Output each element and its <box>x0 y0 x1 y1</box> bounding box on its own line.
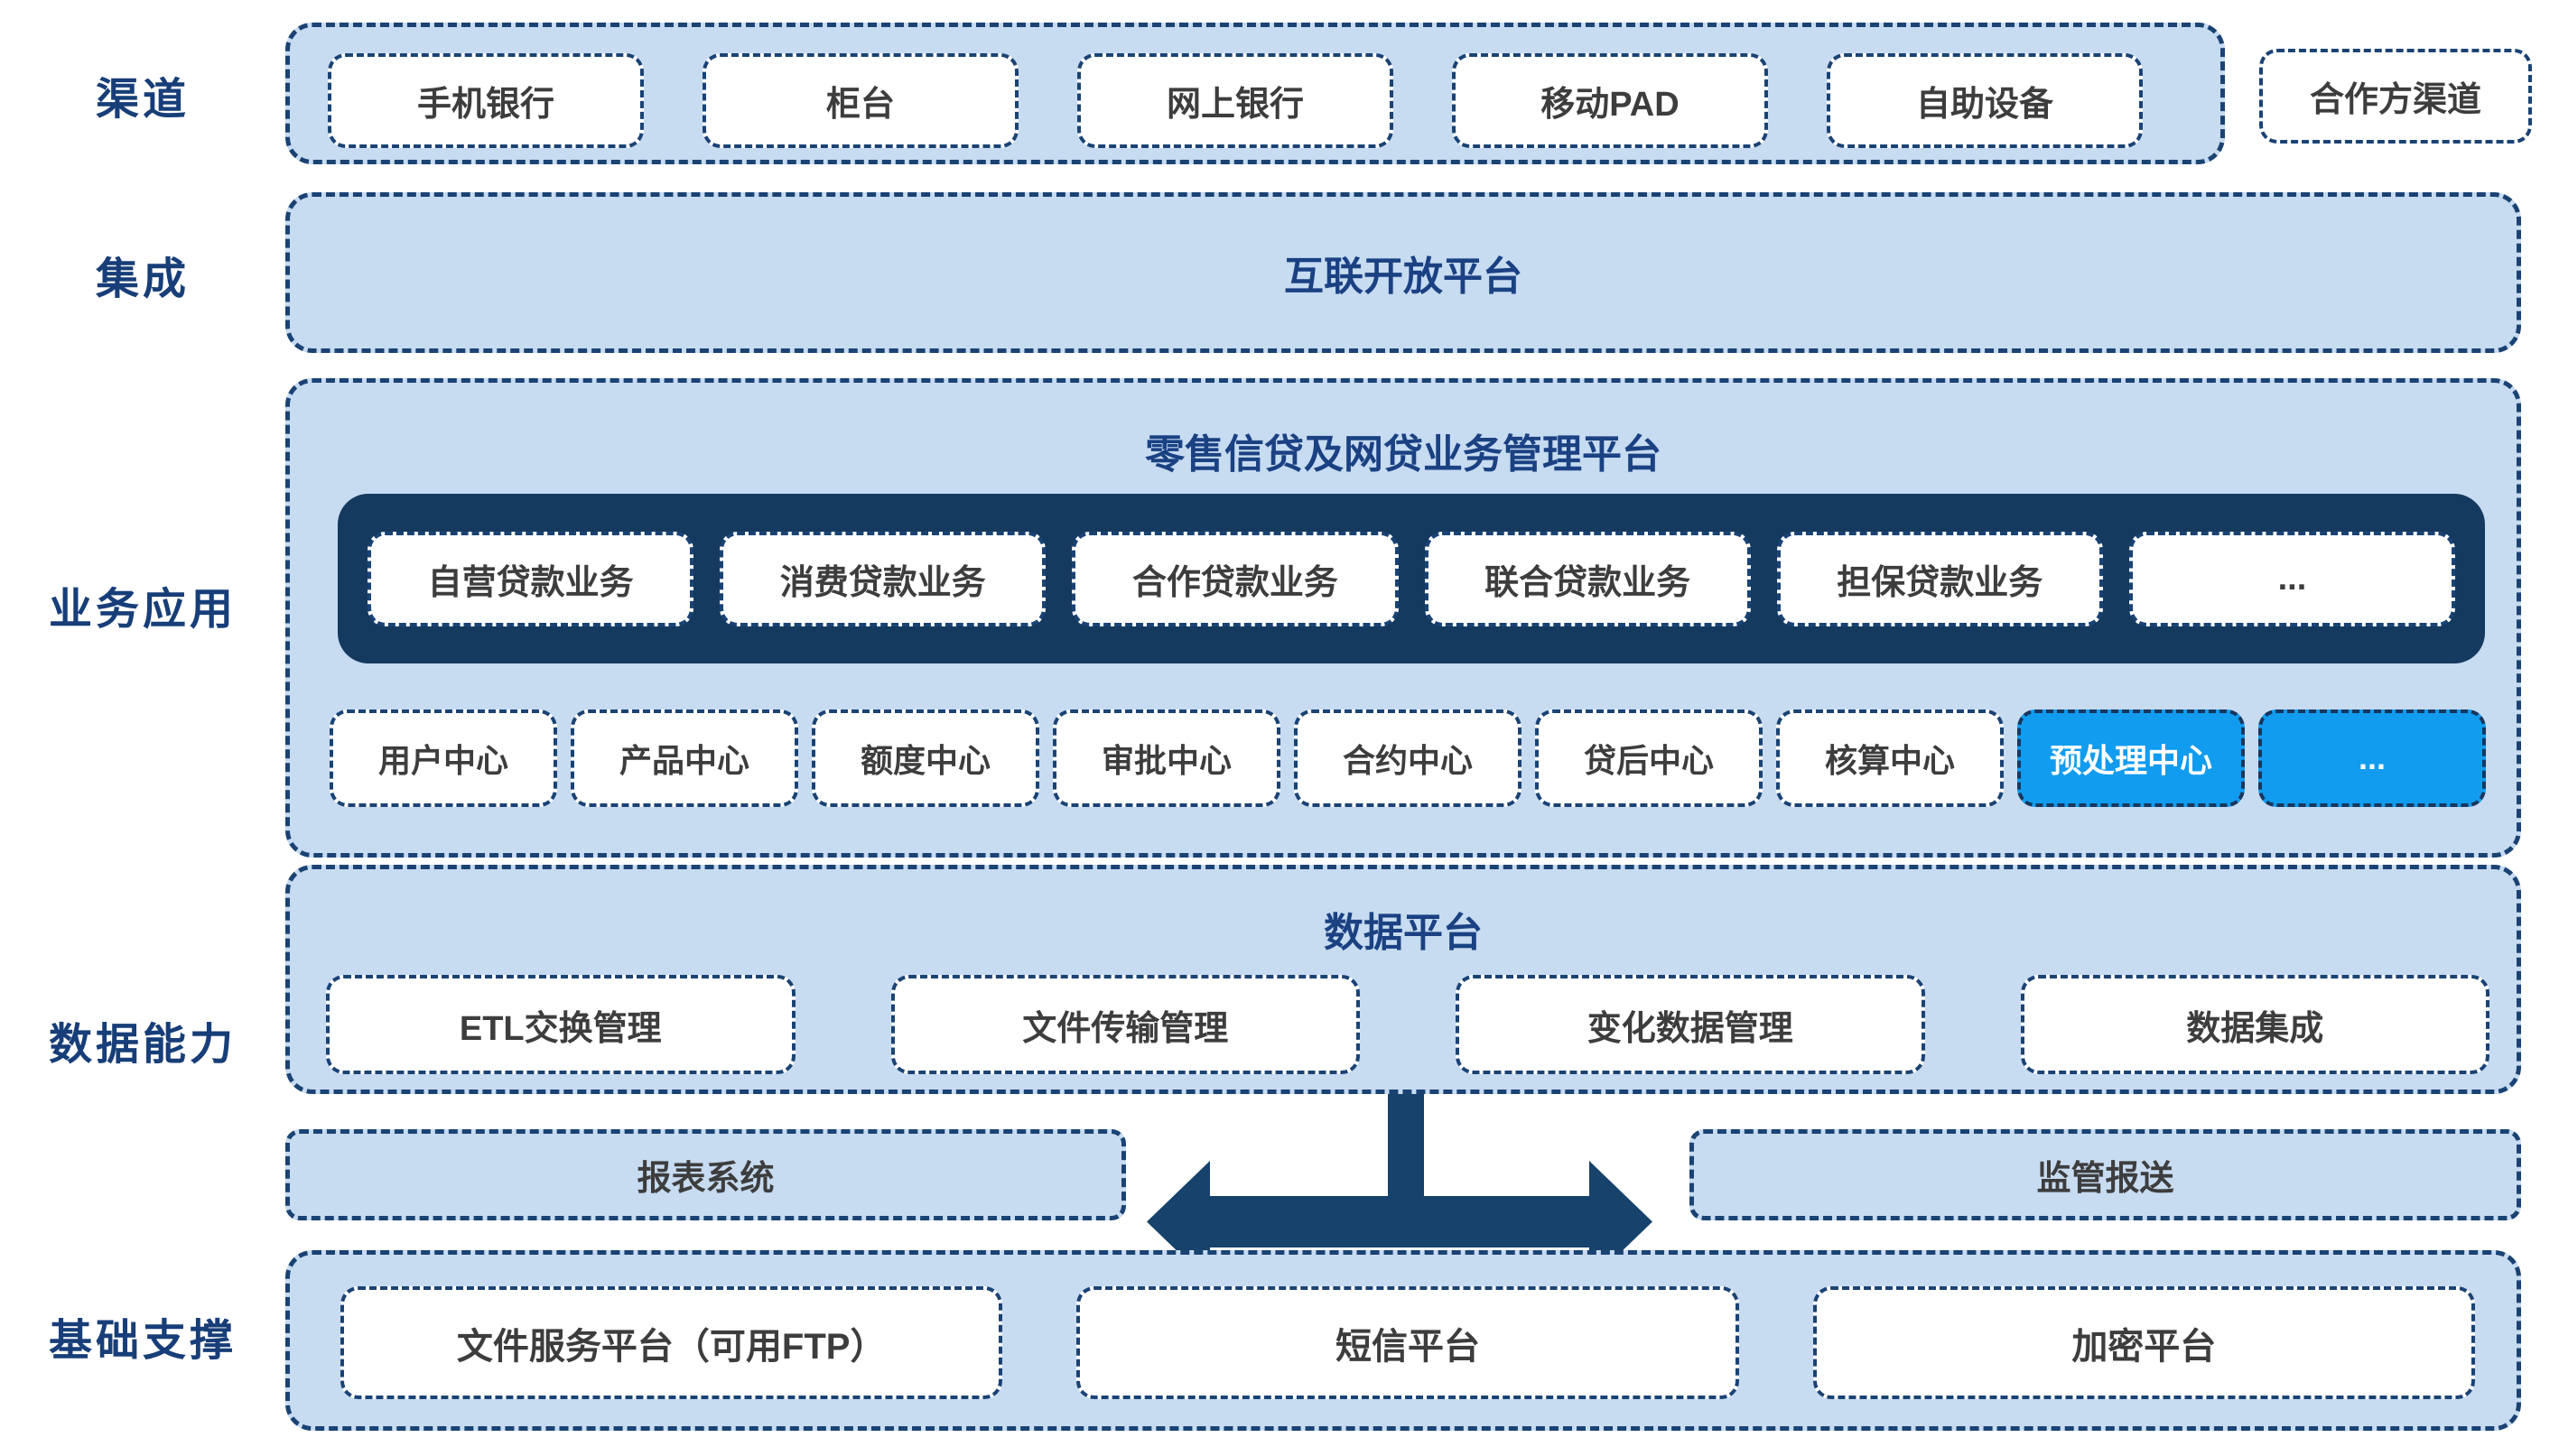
integration-panel: 互联开放平台 <box>285 192 2521 353</box>
data-row: ETL交换管理 文件传输管理 变化数据管理 数据集成 <box>290 975 2526 1074</box>
base-box-sms: 短信平台 <box>1076 1286 1739 1399</box>
integration-platform-title: 互联开放平台 <box>1284 255 1522 299</box>
loan-box-cooperative: 合作贷款业务 <box>1072 531 1399 626</box>
channels-panel: 手机银行 柜台 网上银行 移动PAD 自助设备 <box>285 23 2225 164</box>
business-panel: 零售信贷及网贷业务管理平台 自营贷款业务 消费贷款业务 合作贷款业务 联合贷款业… <box>285 378 2521 858</box>
data-box-file-transfer: 文件传输管理 <box>890 975 1360 1074</box>
center-box-post-loan: 贷后中心 <box>1535 709 1763 807</box>
report-box-regulatory: 监管报送 <box>1689 1129 2521 1220</box>
center-box-approval: 审批中心 <box>1053 709 1280 807</box>
rail-label-base: 基础支撑 <box>48 1317 237 1365</box>
channel-box-partner: 合作方渠道 <box>2259 49 2532 144</box>
loan-box-guaranteed: 担保贷款业务 <box>1776 531 2103 626</box>
center-box-more: ... <box>2258 709 2486 807</box>
double-arrow-icon <box>1147 1094 1652 1283</box>
loan-box-joint: 联合贷款业务 <box>1424 531 1751 626</box>
data-panel: 数据平台 ETL交换管理 文件传输管理 变化数据管理 数据集成 <box>285 865 2521 1094</box>
center-box-user: 用户中心 <box>330 709 557 807</box>
channel-box-mobile-banking: 手机银行 <box>328 53 644 148</box>
center-box-product: 产品中心 <box>571 709 798 807</box>
channel-box-self-service: 自助设备 <box>1827 53 2143 148</box>
report-box-reporting-system: 报表系统 <box>285 1129 1126 1220</box>
center-box-contract: 合约中心 <box>1294 709 1521 807</box>
rail-label-business: 业务应用 <box>48 586 237 634</box>
base-panel: 文件服务平台（可用FTP） 短信平台 加密平台 <box>285 1250 2521 1431</box>
data-flow-arrow <box>1120 1094 1680 1295</box>
loan-box-more: ... <box>2128 531 2456 626</box>
channel-box-online-banking: 网上银行 <box>1077 53 1393 148</box>
data-box-etl: ETL交换管理 <box>326 975 796 1074</box>
data-box-integration: 数据集成 <box>2020 975 2489 1074</box>
data-platform-title: 数据平台 <box>1324 911 1483 955</box>
center-box-accounting: 核算中心 <box>1776 709 2004 807</box>
rail-label-channels: 渠道 <box>95 76 190 124</box>
loan-platform-bar: 自营贷款业务 消费贷款业务 合作贷款业务 联合贷款业务 担保贷款业务 ... <box>338 494 2485 663</box>
business-title: 零售信贷及网贷业务管理平台 <box>1145 432 1661 477</box>
center-box-quota: 额度中心 <box>812 709 1039 807</box>
rail-label-integration: 集成 <box>95 255 190 303</box>
rail-label-data: 数据能力 <box>48 1021 237 1069</box>
loan-box-self-operated: 自营贷款业务 <box>368 531 694 626</box>
data-box-change-data: 变化数据管理 <box>1456 975 1925 1074</box>
center-box-preprocess: 预处理中心 <box>2017 709 2245 807</box>
channel-box-counter: 柜台 <box>703 53 1019 148</box>
channels-row: 手机银行 柜台 网上银行 移动PAD 自助设备 <box>290 53 2220 148</box>
centers-row: 用户中心 产品中心 额度中心 审批中心 合约中心 贷后中心 核算中心 预处理中心… <box>290 709 2526 807</box>
loan-box-consumer: 消费贷款业务 <box>720 531 1047 626</box>
base-row: 文件服务平台（可用FTP） 短信平台 加密平台 <box>290 1286 2526 1399</box>
channel-box-mobile-pad: 移动PAD <box>1452 53 1768 148</box>
base-box-file-service: 文件服务平台（可用FTP） <box>340 1286 1003 1399</box>
base-box-encryption: 加密平台 <box>1812 1286 2475 1399</box>
